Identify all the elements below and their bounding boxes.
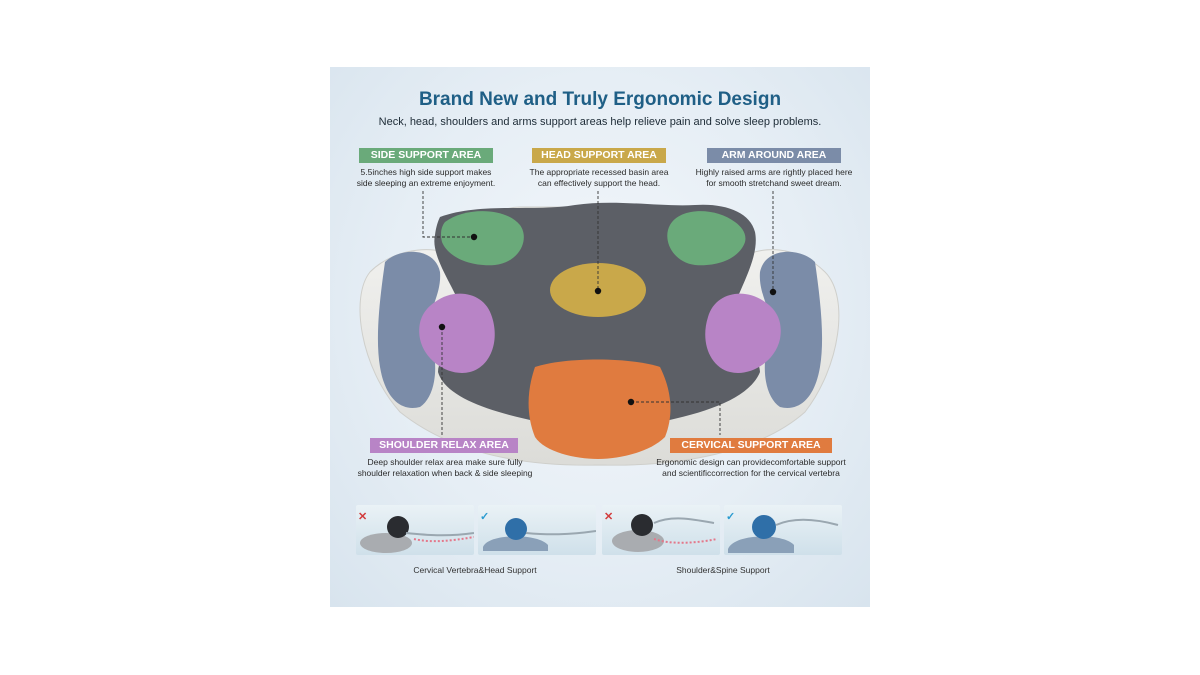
shoulder-relax-desc-line1: Deep shoulder relax area make sure fully xyxy=(367,457,523,467)
wrong-mark-left: ✕ xyxy=(358,511,368,523)
arm-around-desc: Highly raised arms are rightly placed he… xyxy=(680,167,868,188)
cervical-support-desc-line1: Ergonomic design can providecomfortable … xyxy=(656,457,846,467)
head-support-desc-line2: can effectively support the head. xyxy=(537,177,661,188)
marker-dots xyxy=(438,233,777,406)
wrong-shoulder-posture-image xyxy=(602,505,720,555)
wrong-mark-right: ✕ xyxy=(604,511,614,523)
side-support-desc-line2: side sleeping an extreme enjoyment. xyxy=(356,177,496,188)
side-leader-line xyxy=(422,191,474,238)
cervical-support-area xyxy=(528,359,671,459)
shoulder-relax-desc: Deep shoulder relax area make sure fully… xyxy=(338,457,552,478)
shoulder-relax-desc-line2: shoulder relaxation when back & side sle… xyxy=(357,467,533,478)
right-shoulder-area xyxy=(705,293,781,373)
correct-mark-left: ✓ xyxy=(480,511,490,523)
pillow-illustration xyxy=(359,191,840,466)
shoulder-relax-badge: SHOULDER RELAX AREA xyxy=(370,438,518,453)
shoulder-spine-support-caption: Shoulder&Spine Support xyxy=(676,565,770,575)
cervical-leader-line xyxy=(631,401,721,435)
arm-around-badge: ARM AROUND AREA xyxy=(707,148,841,163)
side-support-badge: SIDE SUPPORT AREA xyxy=(359,148,493,163)
side-support-desc: 5.5inches high side support makes side s… xyxy=(340,167,512,188)
left-side-support-area xyxy=(441,211,524,266)
cervical-support-desc-line2: and scientificcorrection for the cervica… xyxy=(662,467,840,478)
wrong-neck-posture-image xyxy=(356,505,474,555)
product-infographic: Brand New and Truly Ergonomic Design Nec… xyxy=(330,67,870,607)
correct-neck-posture-image xyxy=(478,505,596,555)
arm-around-desc-line1: Highly raised arms are rightly placed he… xyxy=(695,167,853,177)
shoulder-marker xyxy=(438,323,446,331)
cervical-support-desc: Ergonomic design can providecomfortable … xyxy=(635,457,867,478)
left-arm-area xyxy=(377,251,441,408)
leader-lines xyxy=(422,191,774,437)
cervical-support-badge: CERVICAL SUPPORT AREA xyxy=(670,438,832,453)
arm-around-desc-line2: for smooth stretchand sweet dream. xyxy=(706,177,842,188)
correct-mark-right: ✓ xyxy=(726,511,736,523)
left-shoulder-area xyxy=(419,293,495,373)
cervical-head-support-caption: Cervical Vertebra&Head Support xyxy=(413,565,537,575)
head-support-desc: The appropriate recessed basin area can … xyxy=(513,167,685,188)
infographic-subtitle: Neck, head, shoulders and arms support a… xyxy=(378,116,822,128)
head-support-badge: HEAD SUPPORT AREA xyxy=(532,148,666,163)
correct-shoulder-posture-image xyxy=(724,505,842,555)
head-support-desc-line1: The appropriate recessed basin area xyxy=(529,167,669,177)
side-marker xyxy=(470,233,478,241)
cervical-marker xyxy=(627,398,635,406)
arm-marker xyxy=(769,288,777,296)
head-marker xyxy=(594,287,602,295)
right-side-support-area xyxy=(667,211,746,266)
side-support-desc-line1: 5.5inches high side support makes xyxy=(360,167,492,177)
infographic-title: Brand New and Truly Ergonomic Design xyxy=(418,89,782,110)
